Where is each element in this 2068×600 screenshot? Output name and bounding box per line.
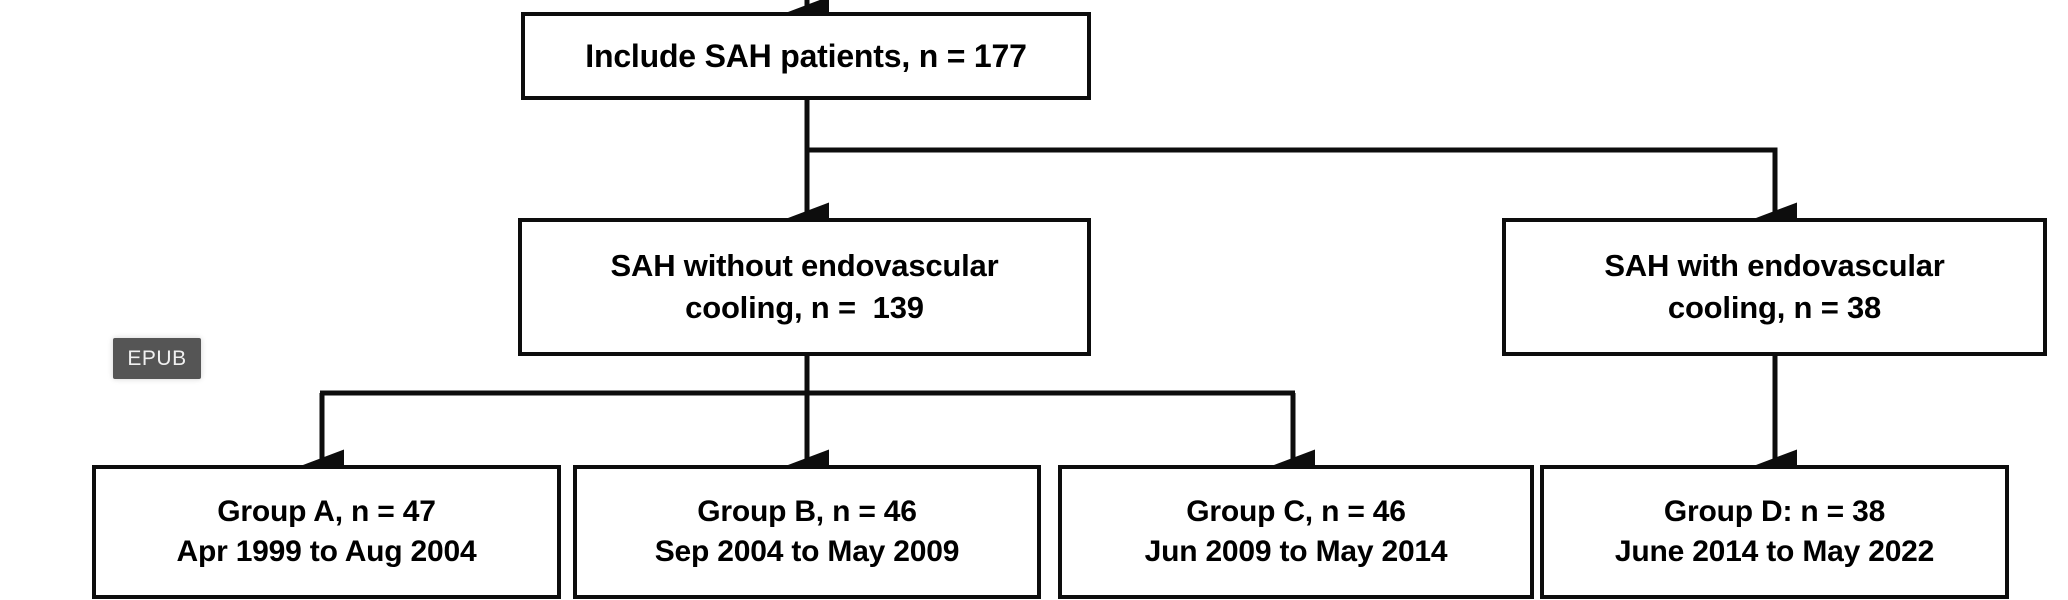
node-group-c: Group C, n = 46 Jun 2009 to May 2014 <box>1058 465 1534 599</box>
node-cooling-line-2: cooling, n = 38 <box>1667 290 1882 325</box>
node-cooling-line-1: SAH with endovascular <box>1604 248 1945 284</box>
node-top-line-1: Include SAH patients, n = 177 <box>585 38 1027 74</box>
node-group-b-line-2: Sep 2004 to May 2009 <box>654 535 960 568</box>
node-no-cooling-line-1: SAH without endovascular <box>610 248 999 284</box>
node-group-c-line-2: Jun 2009 to May 2014 <box>1144 535 1448 568</box>
node-group-d-line-1: Group D: n = 38 <box>1663 494 1886 528</box>
node-group-b: Group B, n = 46 Sep 2004 to May 2009 <box>573 465 1041 599</box>
node-sah-with-endovascular-cooling: SAH with endovascular cooling, n = 38 <box>1502 218 2047 356</box>
node-group-d: Group D: n = 38 June 2014 to May 2022 <box>1540 465 2009 599</box>
node-include-sah-patients: Include SAH patients, n = 177 <box>521 12 1091 100</box>
node-group-a-line-2: Apr 1999 to Aug 2004 <box>176 535 477 568</box>
epub-badge: EPUB <box>113 338 201 379</box>
connector-top-to-cooling <box>807 147 1797 234</box>
node-group-c-line-1: Group C, n = 46 <box>1186 494 1406 528</box>
node-group-d-line-2: June 2014 to May 2022 <box>1614 535 1935 568</box>
node-group-b-line-1: Group B, n = 46 <box>697 494 917 528</box>
node-group-a-line-1: Group A, n = 47 <box>217 494 436 528</box>
node-group-a: Group A, n = 47 Apr 1999 to Aug 2004 <box>92 465 561 599</box>
node-sah-without-endovascular-cooling: SAH without endovascular cooling, n = 13… <box>518 218 1091 356</box>
node-no-cooling-line-2: cooling, n = 139 <box>685 290 924 325</box>
